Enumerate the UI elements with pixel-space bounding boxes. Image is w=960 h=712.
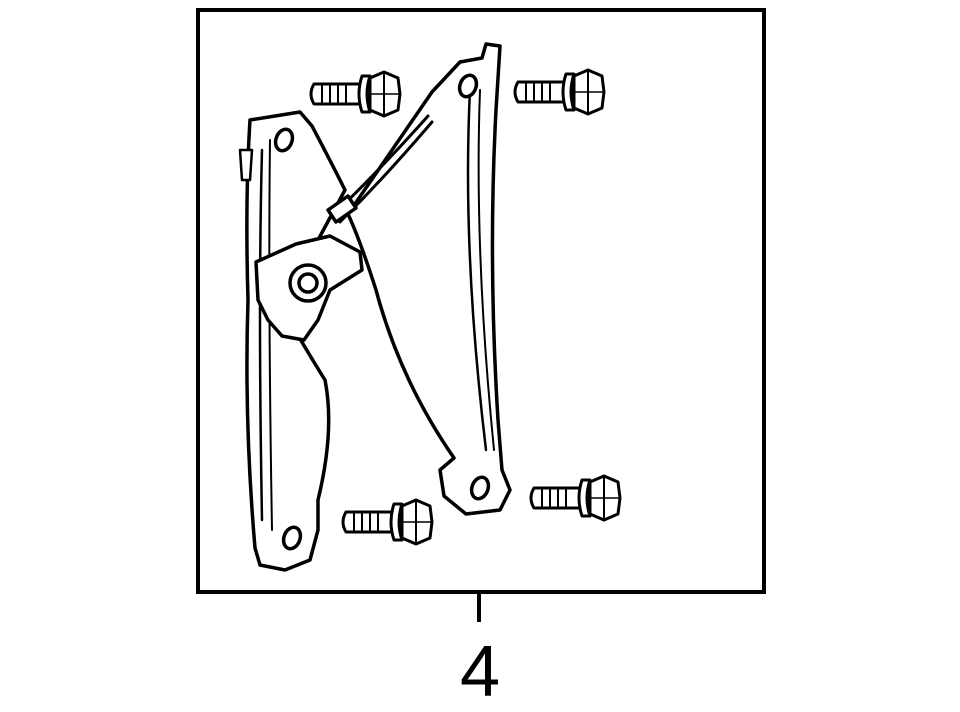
- bolt-upper-left: [309, 70, 402, 118]
- bolt-upper-right: [513, 68, 606, 116]
- callout-number: 4: [459, 632, 501, 712]
- bolt-lower-left: [341, 498, 434, 546]
- window-regulator: [238, 42, 512, 572]
- bolt-lower-right: [529, 474, 622, 522]
